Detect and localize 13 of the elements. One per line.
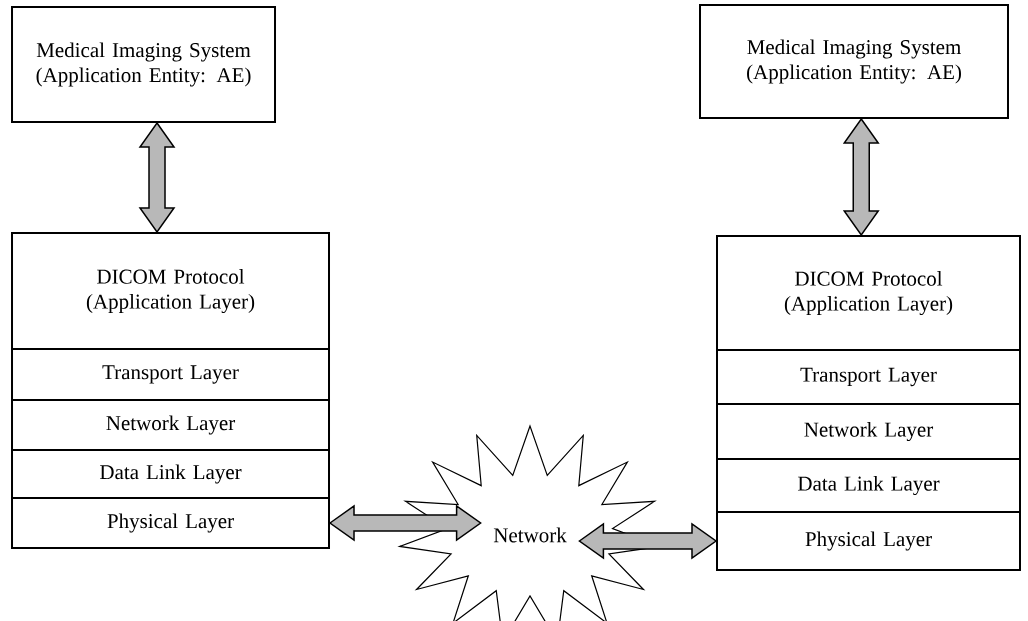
layer-box: Transport Layer xyxy=(716,349,1021,405)
layer-box: Network Layer xyxy=(716,403,1021,460)
layer-box: Physical Layer xyxy=(716,511,1021,571)
system-box: Medical Imaging System (Application Entity: AE) xyxy=(11,6,276,123)
layer-box: DICOM Protocol (Application Layer) xyxy=(11,232,330,350)
layer-box: Transport Layer xyxy=(11,348,330,401)
layer-box: Data Link Layer xyxy=(11,449,330,499)
layer-box: Data Link Layer xyxy=(716,458,1021,513)
layer-box: DICOM Protocol (Application Layer) xyxy=(716,235,1021,351)
double-arrow xyxy=(578,522,718,560)
layer-box: Physical Layer xyxy=(11,497,330,549)
layer-box: Network Layer xyxy=(11,399,330,451)
system-box: Medical Imaging System (Application Entity: AE) xyxy=(699,4,1009,119)
